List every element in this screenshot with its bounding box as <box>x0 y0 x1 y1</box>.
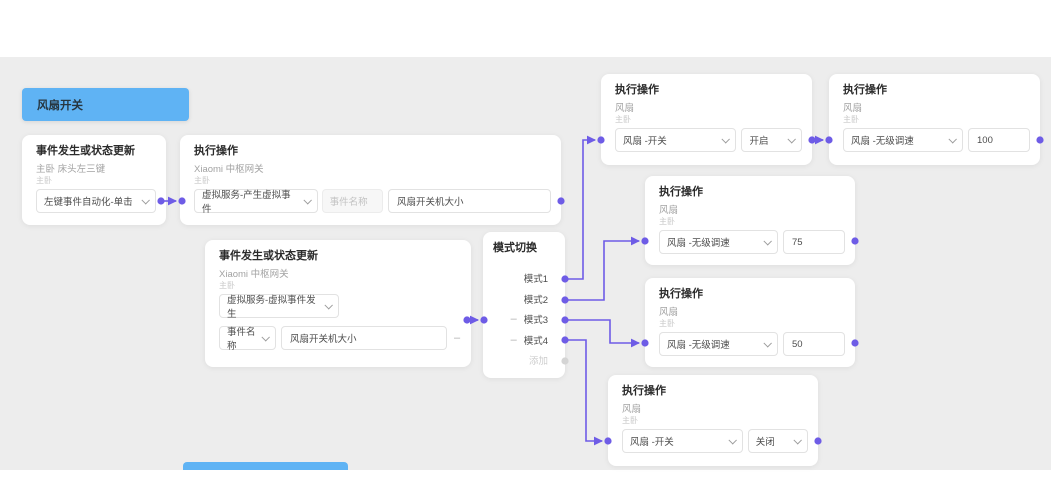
remove-row-button[interactable]: – <box>454 331 461 344</box>
fan-speed-50-node: 执行操作 风扇 主卧 风扇 -无级调速 <box>645 278 855 367</box>
node-room: 主卧 <box>843 115 859 124</box>
add-label: 添加 <box>528 356 548 368</box>
select-value: 左键事件自动化-单击 <box>44 197 133 208</box>
mode-label: 模式3 <box>523 315 548 327</box>
add-mode-button[interactable]: 添加 <box>493 350 555 371</box>
mode-row-3: – 模式3 <box>493 309 555 330</box>
mode-label: 模式1 <box>523 274 548 286</box>
node-room: 主卧 <box>659 217 675 226</box>
fan-speed-input[interactable] <box>783 332 845 356</box>
node-device: 风扇 <box>659 307 679 318</box>
event-name-field-disabled: 事件名称 <box>321 189 383 213</box>
select-value: 风扇 -无级调速 <box>667 340 730 351</box>
chevron-down-icon <box>948 135 957 144</box>
select-value: 关闭 <box>755 437 775 448</box>
fan-on-node: 执行操作 风扇 主卧 风扇 -开关 开启 <box>601 74 812 165</box>
remove-mode-button[interactable]: – <box>510 313 517 326</box>
event-value-input[interactable] <box>281 326 447 350</box>
fan-value-select[interactable]: 关闭 <box>747 429 808 453</box>
fan-speed-input[interactable] <box>783 230 845 254</box>
node-title: 事件发生或状态更新 <box>36 145 135 157</box>
chevron-down-icon <box>793 436 802 445</box>
chevron-down-icon <box>141 196 150 205</box>
scene-header-card[interactable]: 风扇开关 <box>22 88 189 121</box>
fan-property-select[interactable]: 风扇 -开关 <box>615 128 737 152</box>
event-value-input[interactable] <box>387 189 551 213</box>
select-value: 风扇 -无级调速 <box>851 136 914 147</box>
fan-property-select[interactable]: 风扇 -无级调速 <box>659 230 778 254</box>
fan-property-select[interactable]: 风扇 -无级调速 <box>659 332 778 356</box>
chevron-down-icon <box>303 196 312 205</box>
select-value: 虚拟服务-产生虚拟事件 <box>202 190 291 215</box>
node-device: Xiaomi 中枢网关 <box>219 269 289 280</box>
chevron-down-icon <box>721 135 731 144</box>
node-title: 执行操作 <box>615 84 659 96</box>
mode-row-1: 模式1 <box>493 268 555 289</box>
node-room: 主卧 <box>615 115 631 124</box>
node-device: 风扇 <box>659 205 679 216</box>
virtual-service-select[interactable]: 虚拟服务-产生虚拟事件 <box>194 189 318 215</box>
node-title: 执行操作 <box>843 84 887 96</box>
node-device: 风扇 <box>615 103 635 114</box>
mode-label: 模式2 <box>523 294 548 306</box>
node-device: Xiaomi 中枢网关 <box>194 164 264 175</box>
trigger-button-node: 事件发生或状态更新 主卧 床头左三键 主卧 左键事件自动化-单击 <box>22 135 166 225</box>
chevron-down-icon <box>324 301 333 310</box>
node-room: 主卧 <box>36 176 52 185</box>
chevron-down-icon <box>728 436 737 445</box>
scene-title: 风扇开关 <box>37 99 83 112</box>
fan-value-select[interactable]: 开启 <box>741 128 802 152</box>
event-name-select[interactable]: 事件名称 <box>219 326 276 352</box>
fan-property-select[interactable]: 风扇 -开关 <box>622 429 743 453</box>
select-value: 风扇 -开关 <box>623 136 667 147</box>
node-device: 风扇 <box>843 103 863 114</box>
button-event-select[interactable]: 左键事件自动化-单击 <box>36 189 156 213</box>
scene-card-partial[interactable] <box>183 462 348 470</box>
remove-mode-button[interactable]: – <box>510 333 517 346</box>
node-title: 事件发生或状态更新 <box>219 250 318 262</box>
node-title: 执行操作 <box>659 186 703 198</box>
trigger-virtual-event-node: 事件发生或状态更新 Xiaomi 中枢网关 主卧 虚拟服务-虚拟事件发生 事件名… <box>205 240 471 367</box>
select-value: 事件名称 <box>227 327 256 352</box>
chevron-down-icon <box>763 237 772 246</box>
fan-speed-100-node: 执行操作 风扇 主卧 风扇 -无级调速 <box>829 74 1040 165</box>
node-device: 风扇 <box>622 404 642 415</box>
chevron-down-icon <box>787 135 796 144</box>
node-title: 执行操作 <box>659 288 703 300</box>
node-title: 执行操作 <box>622 385 666 397</box>
node-title: 执行操作 <box>194 145 238 157</box>
node-room: 主卧 <box>622 416 638 425</box>
fan-speed-input[interactable] <box>968 128 1030 152</box>
mode-row-2: 模式2 <box>493 289 555 310</box>
select-value: 风扇 -无级调速 <box>667 238 730 249</box>
node-room: 主卧 <box>659 319 675 328</box>
virtual-service-select[interactable]: 虚拟服务-虚拟事件发生 <box>219 294 339 320</box>
fan-off-node: 执行操作 风扇 主卧 风扇 -开关 关闭 <box>608 375 818 466</box>
node-room: 主卧 <box>194 176 210 185</box>
fan-property-select[interactable]: 风扇 -无级调速 <box>843 128 963 152</box>
select-value: 开启 <box>749 136 769 147</box>
action-create-event-node: 执行操作 Xiaomi 中枢网关 主卧 虚拟服务-产生虚拟事件 事件名称 <box>180 135 561 225</box>
chevron-down-icon <box>261 333 270 342</box>
node-title: 模式切换 <box>493 242 537 254</box>
node-room: 主卧 <box>219 281 235 290</box>
chevron-down-icon <box>763 339 772 348</box>
field-label: 事件名称 <box>329 197 368 208</box>
mode-label: 模式4 <box>523 335 548 347</box>
mode-rows: 模式1 模式2 – 模式3 – 模式4 添加 <box>493 268 555 371</box>
select-value: 虚拟服务-虚拟事件发生 <box>227 295 316 320</box>
mode-switch-node: 模式切换 模式1 模式2 – 模式3 – 模式4 添加 <box>483 232 565 378</box>
fan-speed-75-node: 执行操作 风扇 主卧 风扇 -无级调速 <box>645 176 855 265</box>
select-value: 风扇 -开关 <box>630 437 674 448</box>
mode-row-4: – 模式4 <box>493 330 555 351</box>
node-device: 主卧 床头左三键 <box>36 164 106 175</box>
